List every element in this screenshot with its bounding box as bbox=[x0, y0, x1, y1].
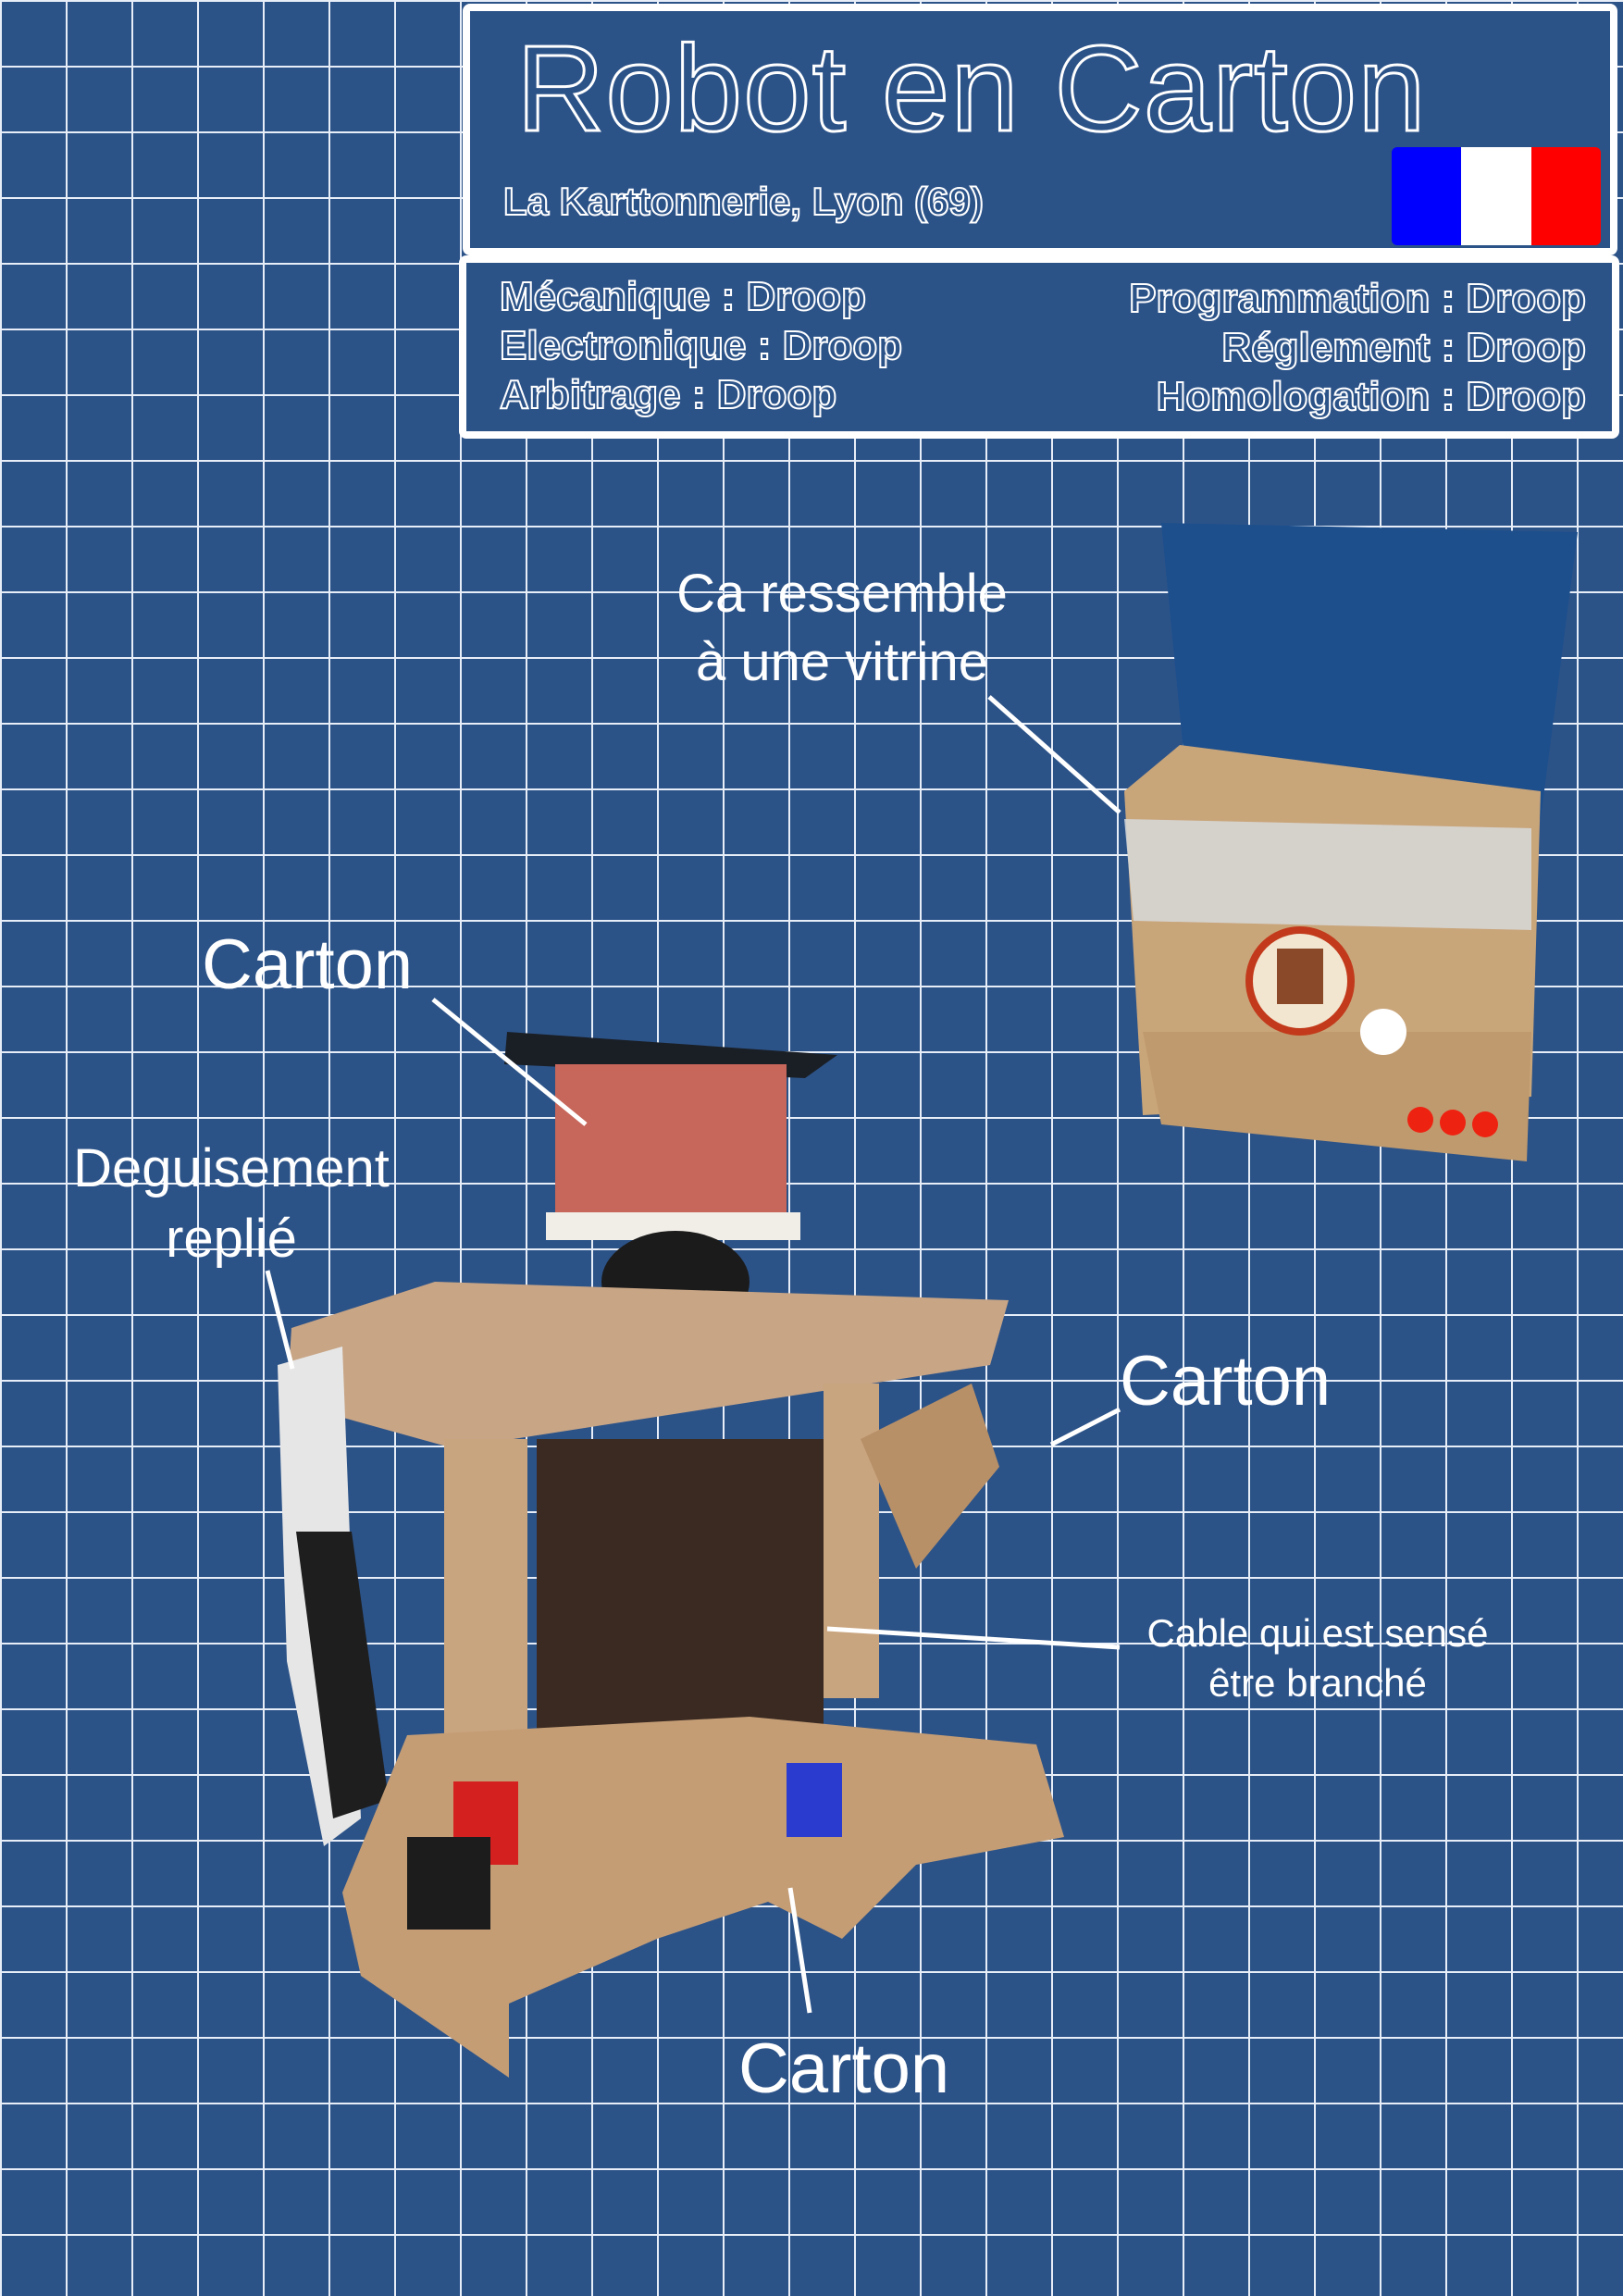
annotation-deguisement-line1: Deguisement bbox=[73, 1138, 390, 1198]
robot-photo bbox=[278, 1032, 1064, 2078]
team-location: La Karttonnerie, Lyon (69) bbox=[502, 179, 985, 224]
credit-reglement: Réglement : Droop bbox=[1220, 324, 1587, 371]
credit-electronique: Electronique : Droop bbox=[499, 322, 903, 369]
callout-line-carton-right bbox=[1049, 1407, 1121, 1447]
annotation-cable-line2: être branché bbox=[1208, 1661, 1427, 1705]
callout-line-vitrine bbox=[987, 695, 1121, 814]
annotation-vitrine: Ca ressemble à une vitrine bbox=[648, 560, 1036, 697]
credits-left: Mécanique : Droop Electronique : Droop A… bbox=[499, 272, 903, 419]
annotation-carton-bottom: Carton bbox=[738, 2029, 950, 2108]
annotation-vitrine-line2: à une vitrine bbox=[696, 632, 988, 692]
credit-programmation: Programmation : Droop bbox=[1128, 275, 1587, 322]
annotation-vitrine-line1: Ca ressemble bbox=[676, 564, 1008, 624]
credit-homologation: Homologation : Droop bbox=[1156, 373, 1587, 420]
title-panel: Robot en Carton La Karttonnerie, Lyon (6… bbox=[463, 4, 1617, 255]
credit-arbitrage: Arbitrage : Droop bbox=[499, 371, 837, 418]
callout-line-carton-top bbox=[431, 998, 588, 1126]
callout-line-deguisement bbox=[265, 1270, 295, 1370]
cardboard-box-photo bbox=[1124, 523, 1578, 1161]
annotation-cable: Cable qui est sensé être branché bbox=[1105, 1608, 1530, 1708]
poster-title: Robot en Carton bbox=[515, 19, 1428, 158]
callout-line-carton-bottom bbox=[787, 1887, 812, 2014]
french-flag-icon bbox=[1392, 147, 1601, 245]
annotation-deguisement-line2: replié bbox=[166, 1209, 297, 1269]
annotation-deguisement: Deguisement replié bbox=[37, 1134, 426, 1274]
credits-right: Programmation : Droop Réglement : Droop … bbox=[1128, 274, 1587, 421]
annotation-carton-right: Carton bbox=[1120, 1342, 1332, 1421]
callout-line-cable bbox=[826, 1626, 1121, 1650]
annotation-cable-line1: Cable qui est sensé bbox=[1146, 1611, 1489, 1655]
credits-panel: Mécanique : Droop Electronique : Droop A… bbox=[459, 255, 1619, 439]
annotation-carton-top: Carton bbox=[202, 925, 414, 1004]
credit-mecanique: Mécanique : Droop bbox=[499, 273, 867, 320]
